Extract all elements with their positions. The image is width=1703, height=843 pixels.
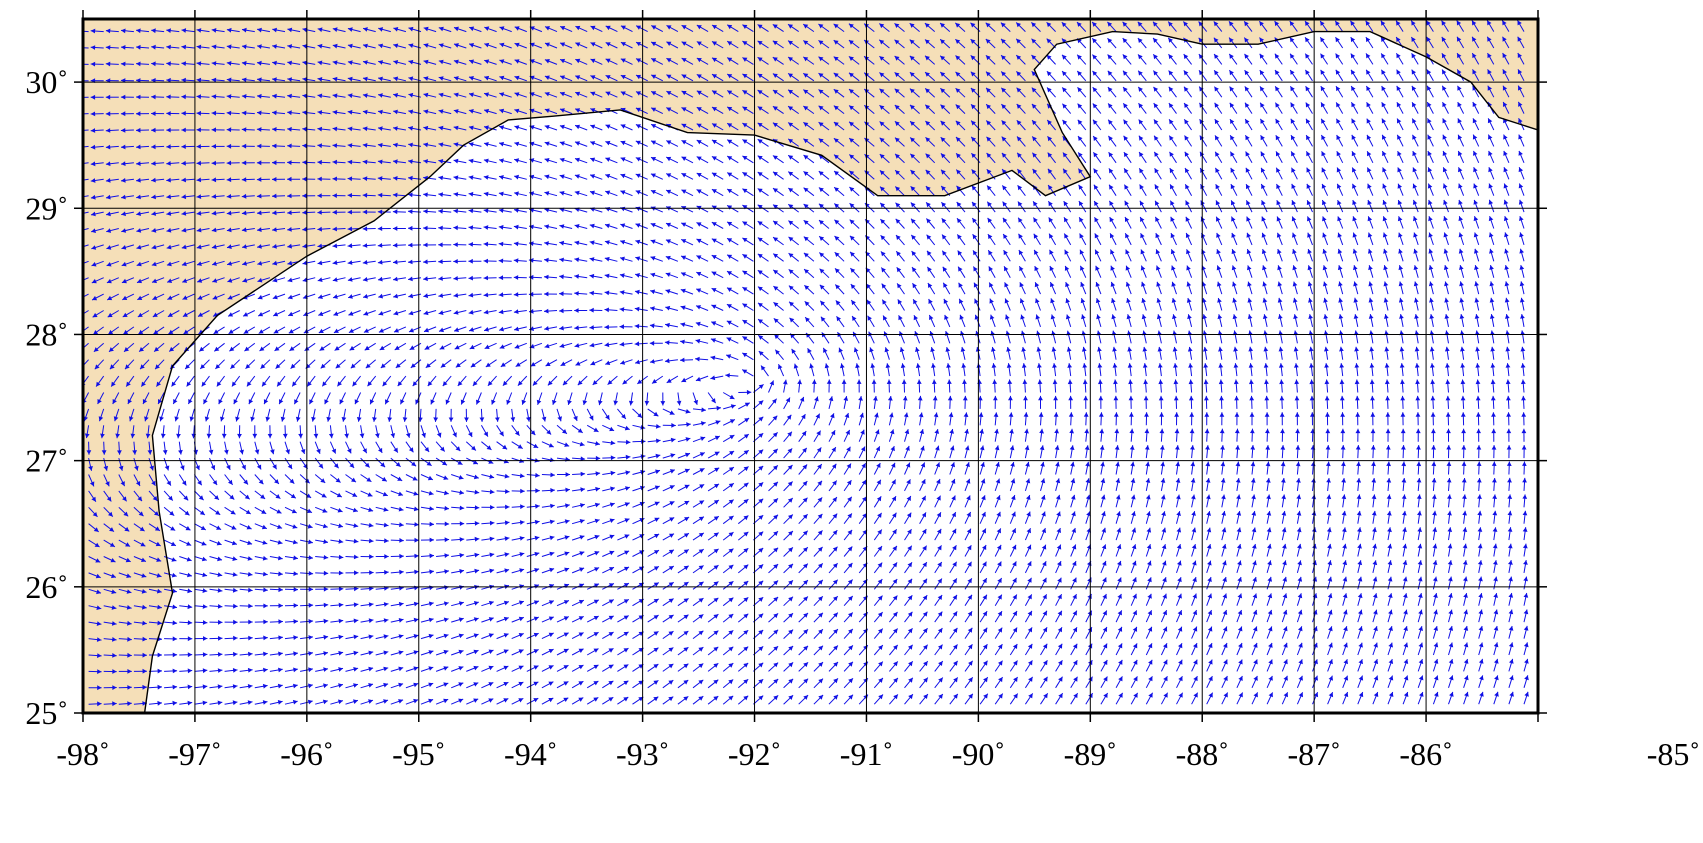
x-tick-label: -92˚: [728, 736, 781, 772]
x-tick-label: -93˚: [616, 736, 669, 772]
x-tick-label: -98˚: [56, 736, 109, 772]
x-tick-label: -90˚: [952, 736, 1005, 772]
x-tick-label: -97˚: [168, 736, 221, 772]
x-tick-label: -96˚: [280, 736, 333, 772]
x-tick-label: -85˚: [1647, 736, 1700, 772]
x-tick-label: -86˚: [1399, 736, 1452, 772]
y-tick-label: 27˚: [25, 443, 68, 479]
x-tick-label: -87˚: [1287, 736, 1340, 772]
y-tick-label: 26˚: [25, 569, 68, 605]
y-tick-label: 30˚: [25, 64, 68, 100]
x-tick-label: -88˚: [1176, 736, 1229, 772]
x-tick-label: -95˚: [392, 736, 445, 772]
y-tick-label: 29˚: [25, 190, 68, 226]
y-tick-label: 28˚: [25, 316, 68, 352]
y-tick-label: 25˚: [25, 695, 68, 731]
x-tick-label: -89˚: [1064, 736, 1117, 772]
x-tick-label: -91˚: [840, 736, 893, 772]
x-tick-label: -94˚: [504, 736, 557, 772]
